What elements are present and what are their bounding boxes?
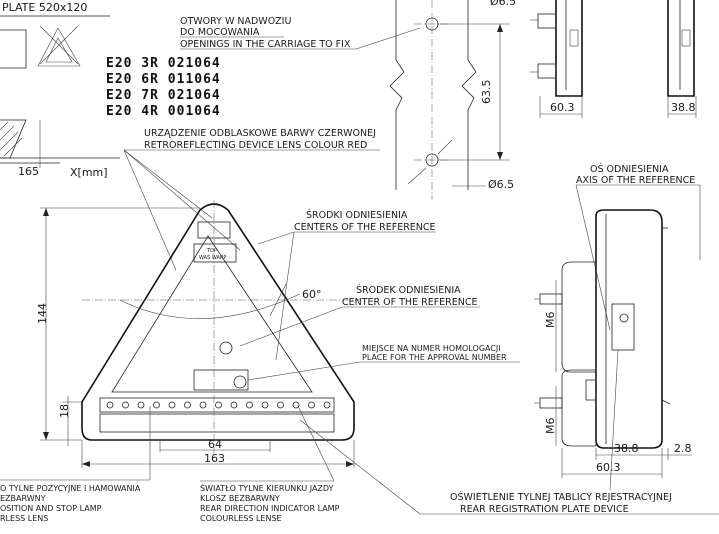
x-axis-unit: X[mm]	[70, 166, 108, 179]
led-dot	[292, 401, 300, 409]
led-dot	[106, 401, 114, 409]
indicator-lamp-callout: ŚWIATŁO TYLNE KIERUNKU JAZDY KLOSZ BEZBA…	[200, 405, 340, 523]
m6-dim-top: M6	[544, 312, 557, 329]
axis-callout: OŚ ODNIESIENIA AXIS OF THE REFERENCE	[575, 163, 701, 331]
side-view-main: M6 M6 38.8 2.8 60.3	[534, 209, 692, 478]
side-dim-38: 38.8	[614, 442, 639, 455]
inner-width-dim: 64	[208, 438, 222, 451]
led-dot	[230, 401, 238, 409]
approval-code-1: E20 3R 021064	[106, 56, 221, 71]
axis-label-en: AXIS OF THE REFERENCE	[576, 175, 695, 186]
triangle-lamp: TOP WAŚ WARP	[81, 203, 355, 441]
openings-callout: OTWORY W NADWOZIU DO MOCOWANIA OPENINGS …	[180, 16, 421, 50]
led-dot	[137, 401, 145, 409]
plate-label: PLATE 520x120	[2, 1, 87, 14]
side-dim-28: 2.8	[674, 442, 692, 455]
bottom-band-dim: 18	[58, 404, 71, 418]
led-dot	[153, 401, 160, 409]
position-lamp-callout: O TYLNE POZYCYJNE I HAMOWANIA EZBARWNY O…	[0, 406, 151, 523]
led-dot	[277, 401, 284, 409]
position-label-en-1: OSITION AND STOP LAMP	[0, 504, 102, 513]
reflector-callout: URZĄDZENIE ODBLASKOWE BARWY CZERWONEJ RE…	[123, 128, 380, 271]
m6-dim-bottom: M6	[544, 418, 557, 435]
centers-label-pl: ŚRODKI ODNIESIENIA	[306, 209, 408, 221]
axis-label-pl: OŚ ODNIESIENIA	[590, 163, 669, 175]
hole-diameter-bottom: Ø6.5	[488, 178, 514, 191]
led-dot	[168, 401, 176, 409]
openings-label-pl-2: DO MOCOWANIA	[180, 27, 260, 38]
plate-light-callout: OŚWIETLENIE TYLNEJ TABLICY REJESTRACYJNE…	[299, 349, 719, 515]
plate-light-label-en: REAR REGISTRATION PLATE DEVICE	[460, 504, 629, 515]
approval-place-label-pl: MIEJSCE NA NUMER HOMOLOGACJI	[362, 344, 501, 353]
lamp-brand-marking: WAŚ WARP	[199, 254, 226, 261]
hole-spacing-dim: 63.5	[480, 80, 493, 105]
center-label-en: CENTER OF THE REFERENCE	[342, 297, 478, 308]
indicator-label-pl-2: KLOSZ BEZBARWNY	[200, 494, 280, 503]
led-dot	[323, 401, 331, 409]
reflector-label-en: RETROREFLECTING DEVICE LENS COLOUR RED	[144, 140, 367, 151]
height-dim: 144	[36, 303, 49, 324]
led-dot	[215, 401, 222, 409]
position-label-en-2: RLESS LENS	[0, 514, 48, 523]
plate-dim-165: 165	[18, 165, 39, 178]
side-dim-60: 60.3	[596, 461, 621, 474]
centers-label-en: CENTERS OF THE REFERENCE	[294, 222, 436, 233]
led-row	[106, 401, 331, 409]
width-dim: 163	[204, 452, 225, 465]
triangle-dimensions: 144 18 163 64 60°	[36, 207, 355, 468]
reflector-label-pl: URZĄDZENIE ODBLASKOWE BARWY CZERWONEJ	[144, 128, 376, 139]
approval-code-3: E20 7R 021064	[106, 88, 221, 103]
led-dot	[184, 401, 191, 409]
center-label-pl: ŚRODEK ODNIESIENIA	[356, 284, 461, 296]
led-dot	[246, 401, 253, 409]
hole-diameter-top: Ø6.5	[490, 0, 516, 8]
depth-dim-b: 38.8	[671, 101, 696, 114]
indicator-label-en-2: COLOURLESS LENSE	[200, 514, 282, 523]
angle-dim: 60°	[302, 288, 322, 301]
indicator-label-pl-1: ŚWIATŁO TYLNE KIERUNKU JAZDY	[200, 482, 334, 493]
led-dot	[261, 401, 269, 409]
side-view-top-b: 38.8	[667, 0, 697, 118]
centers-callout: ŚRODKI ODNIESIENIA CENTERS OF THE REFERE…	[257, 209, 436, 361]
approval-code-4: E20 4R 001064	[106, 104, 221, 119]
approval-code-2: E20 6R 011064	[106, 72, 221, 87]
side-view-top-a: 60.3	[530, 0, 583, 118]
hole-pattern-detail: 63.5 Ø6.5 Ø6.5	[389, 0, 516, 200]
plate-detail: PLATE 520x120 165 X[mm]	[0, 1, 120, 179]
led-dot	[199, 401, 207, 409]
lamp-top-marking: TOP	[206, 248, 217, 254]
position-label-pl-1: O TYLNE POZYCYJNE I HAMOWANIA	[0, 484, 141, 493]
indicator-label-en-1: REAR DIRECTION INDICATOR LAMP	[200, 504, 340, 513]
openings-label-pl-1: OTWORY W NADWOZIU	[180, 16, 291, 27]
depth-dim-a: 60.3	[550, 101, 575, 114]
led-dot	[122, 401, 129, 409]
openings-label-en: OPENINGS IN THE CARRIAGE TO FIX	[180, 39, 351, 50]
led-dot	[308, 401, 315, 409]
position-label-pl-2: EZBARWNY	[0, 494, 46, 503]
approval-codes: E20 3R 021064 E20 6R 011064 E20 7R 02106…	[106, 56, 221, 119]
plate-light-label-pl: OŚWIETLENIE TYLNEJ TABLICY REJESTRACYJNE…	[450, 491, 672, 503]
approval-place-label-en: PLACE FOR THE APPROVAL NUMBER	[362, 353, 507, 362]
center-callout: ŚRODEK ODNIESIENIA CENTER OF THE REFEREN…	[239, 284, 480, 347]
approval-place-callout: MIEJSCE NA NUMER HOMOLOGACJI PLACE FOR T…	[247, 344, 520, 381]
